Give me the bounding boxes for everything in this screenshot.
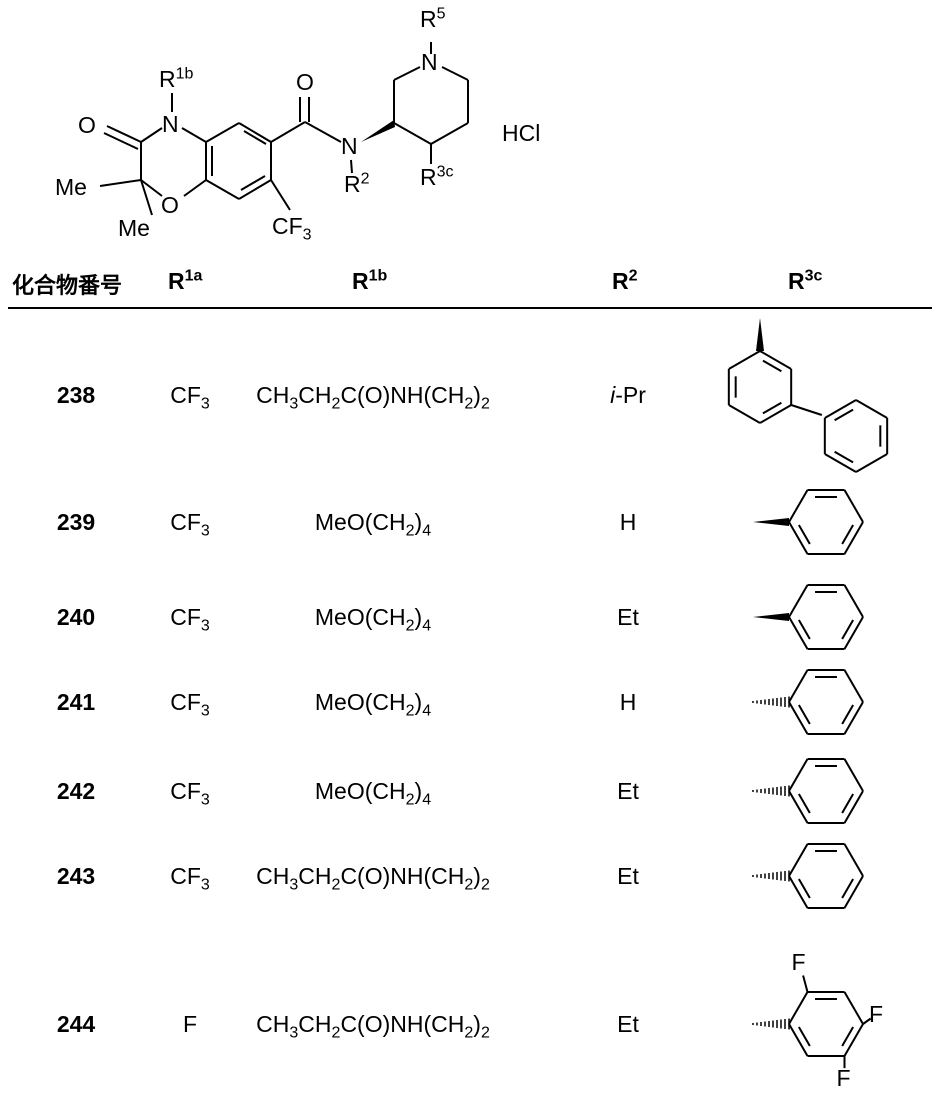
fluoro-bond (803, 975, 807, 992)
phenyl-ring-bond (789, 992, 808, 1024)
phenyl-ring-bond (845, 1024, 864, 1056)
fluoro-bond (863, 1019, 871, 1025)
phenyl-ring (789, 992, 863, 1056)
phenyl-ring-bond (789, 1024, 808, 1056)
stereo-hash-bond (753, 1019, 789, 1030)
phenyl-ring-bond (845, 992, 864, 1024)
